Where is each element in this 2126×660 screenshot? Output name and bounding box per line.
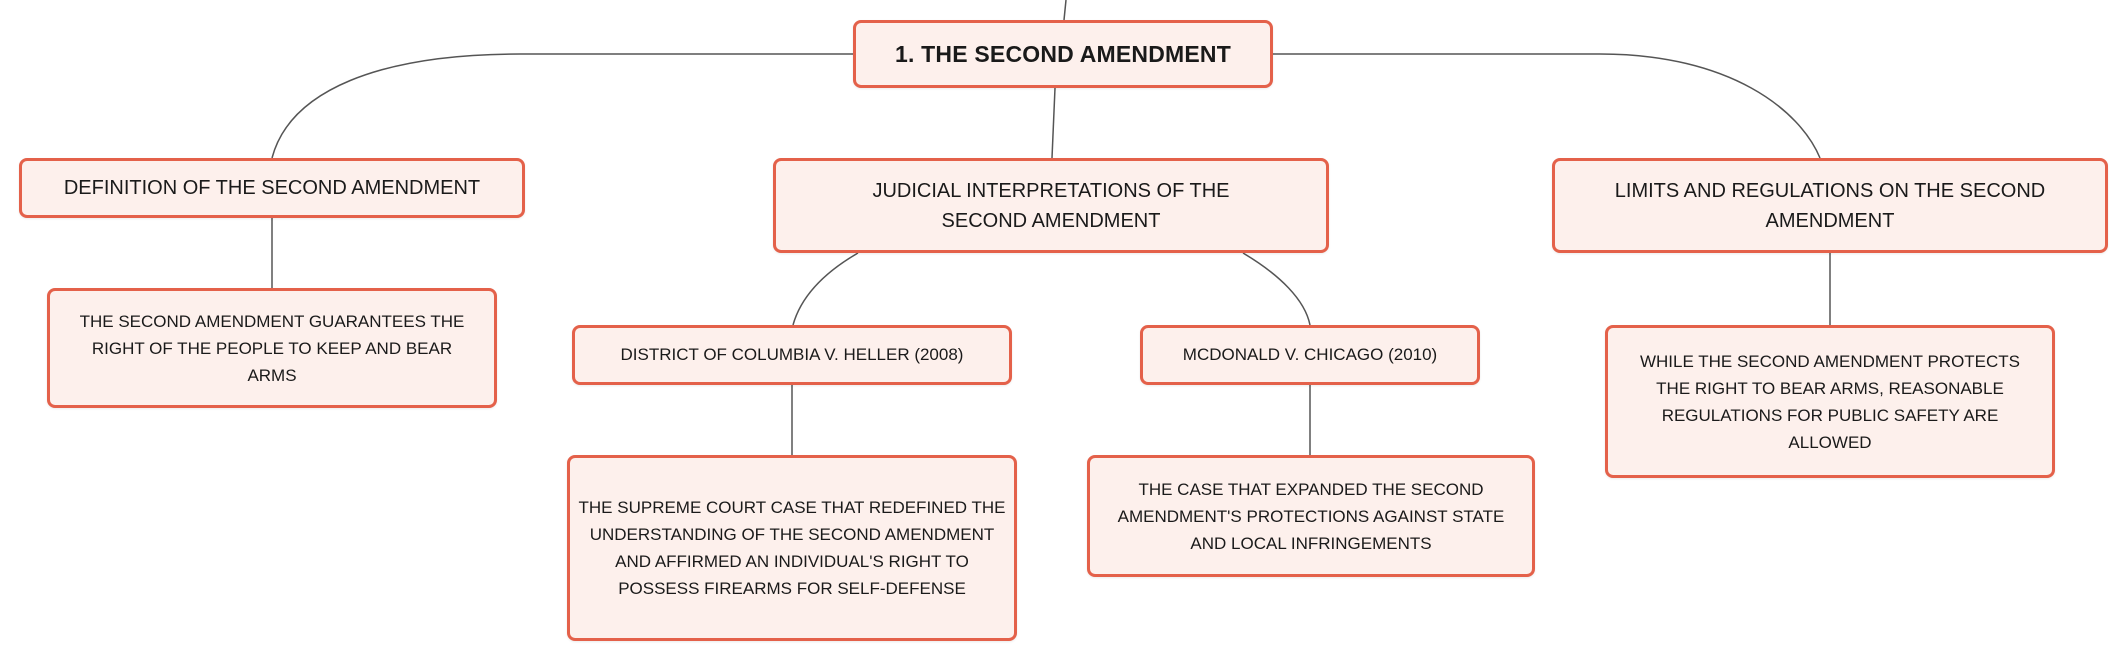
case-node-mcdonald-label: McDonald v. Chicago (2010) <box>1182 345 1438 364</box>
branch-node-judicial-label: Judicial Interpretations of the Second A… <box>872 179 1230 232</box>
limits-description-text: While the Second Amendment protects the … <box>1639 351 2021 452</box>
definition-description-text: The Second Amendment guarantees the righ… <box>79 311 465 385</box>
branch-node-definition-label: Definition of the Second Amendment <box>63 177 481 199</box>
connector-root-to-judicial <box>1051 87 1056 159</box>
definition-description-node[interactable]: The Second Amendment guarantees the righ… <box>47 288 497 408</box>
case-node-heller[interactable]: District of Columbia v. Heller (2008) <box>572 325 1012 385</box>
branch-node-definition[interactable]: Definition of the Second Amendment <box>19 158 525 218</box>
mcdonald-description-text: The case that expanded the Second Amendm… <box>1117 479 1505 553</box>
connector-judicial-to-mcdonald <box>1242 252 1311 326</box>
connector-root-to-limits <box>1273 53 1821 159</box>
root-node[interactable]: 1. The Second Amendment <box>853 20 1273 88</box>
heller-description-node[interactable]: The Supreme Court case that redefined th… <box>567 455 1017 641</box>
mcdonald-description-node[interactable]: The case that expanded the Second Amendm… <box>1087 455 1535 577</box>
root-node-label: 1. The Second Amendment <box>895 40 1231 67</box>
case-node-heller-label: District of Columbia v. Heller (2008) <box>620 345 964 364</box>
case-node-mcdonald[interactable]: McDonald v. Chicago (2010) <box>1140 325 1480 385</box>
limits-description-node[interactable]: While the Second Amendment protects the … <box>1605 325 2055 478</box>
connector-root-to-definition <box>271 53 853 159</box>
branch-node-limits[interactable]: Limits and Regulations on the Second Ame… <box>1552 158 2108 253</box>
branch-node-judicial[interactable]: Judicial Interpretations of the Second A… <box>773 158 1329 253</box>
connector-parent-to-root <box>1063 0 1067 21</box>
branch-node-limits-label: Limits and Regulations on the Second Ame… <box>1614 179 2046 232</box>
connector-judicial-to-heller <box>792 252 859 326</box>
heller-description-text: The Supreme Court case that redefined th… <box>578 498 1006 598</box>
